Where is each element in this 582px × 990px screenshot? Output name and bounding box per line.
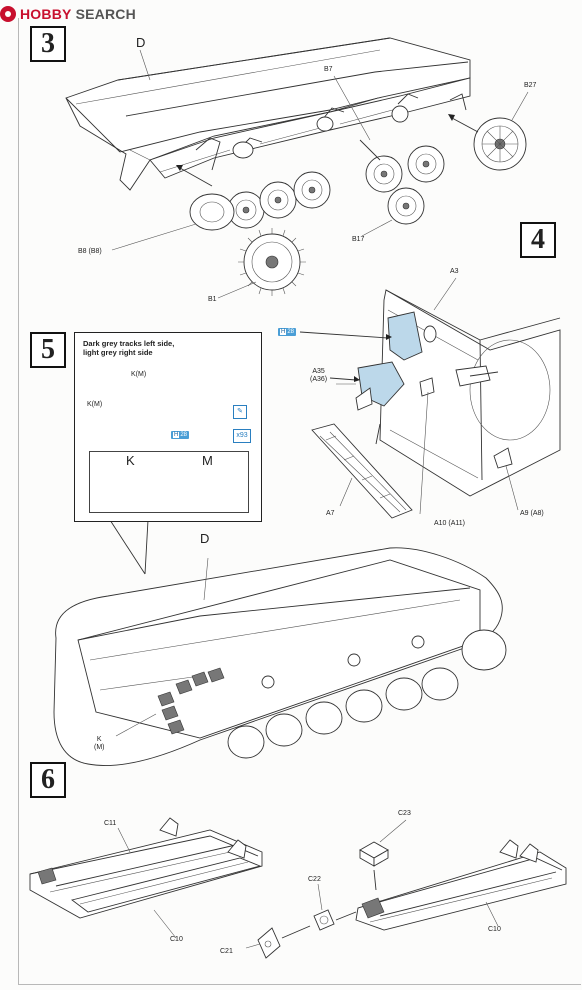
track-label-m-alt: (M) <box>94 744 105 752</box>
part-label-c22: C22 <box>308 876 321 883</box>
track-color-note-line1: Dark grey tracks left side, <box>83 339 175 348</box>
part-label-c10-right: C10 <box>488 926 501 933</box>
track-color-note: Dark grey tracks left side, light grey r… <box>83 339 174 358</box>
watermark-logo: HOBBY SEARCH <box>0 4 136 24</box>
step3-hull-drawing <box>65 37 529 299</box>
track-label-km-upper: K(M) <box>131 371 147 378</box>
watermark-brand-grey: SEARCH <box>75 6 136 22</box>
step-3-number: 3 <box>30 26 66 62</box>
part-label-b17: B17 <box>352 236 365 243</box>
part-label-a9: A9 (A8) <box>520 510 544 517</box>
part-label-a35-main: A35 <box>312 368 325 375</box>
track-label-k: K <box>96 736 102 743</box>
part-label-c23: C23 <box>398 810 411 817</box>
part-label-b7: B7 <box>324 66 333 73</box>
cement-brush-icon: ✎ <box>233 405 247 419</box>
watermark-brand-red: HOBBY <box>20 6 72 22</box>
part-label-b27: B27 <box>524 82 537 89</box>
part-label-c11: C11 <box>104 820 117 827</box>
detail-label-m: M <box>202 453 213 468</box>
step-5-number: 5 <box>30 332 66 368</box>
step5-hull-drawing <box>53 547 507 767</box>
step3-hull-label: D <box>136 35 146 50</box>
part-label-a10: A10 (A11) <box>434 520 465 527</box>
part-label-c10-left: C10 <box>170 936 183 943</box>
part-label-a35: A35 (A36) <box>310 368 327 384</box>
step4-paint-prefix: H <box>280 329 287 335</box>
step4-rear-drawing <box>299 277 561 519</box>
step5-paint-prefix: H <box>173 432 180 438</box>
track-label-k-main: K (M) <box>94 736 105 752</box>
part-label-a3: A3 <box>450 268 459 275</box>
step-6-number: 6 <box>30 762 66 798</box>
step-4-number: 4 <box>520 222 556 258</box>
step6-drawing <box>29 817 567 959</box>
track-link-detail-box: K M <box>89 451 249 513</box>
part-label-a7: A7 <box>326 510 335 517</box>
part-label-c21: C21 <box>220 948 233 955</box>
detail-label-k: K <box>126 453 135 468</box>
step5-hull-label: D <box>200 531 210 546</box>
part-label-a36-alt: (A36) <box>310 376 328 384</box>
track-label-km-lower: K(M) <box>87 401 103 408</box>
step4-paint-code: 28 <box>287 329 295 335</box>
step5-paint-code: 28 <box>180 432 188 438</box>
step5-track-callout: Dark grey tracks left side, light grey r… <box>74 332 262 522</box>
hobby-search-logo-icon <box>0 6 16 22</box>
track-color-note-line2: light grey right side <box>83 348 153 358</box>
part-label-b8: B8 (B8) <box>78 248 102 255</box>
quantity-badge: x93 <box>233 429 251 443</box>
part-label-b1: B1 <box>208 296 217 303</box>
